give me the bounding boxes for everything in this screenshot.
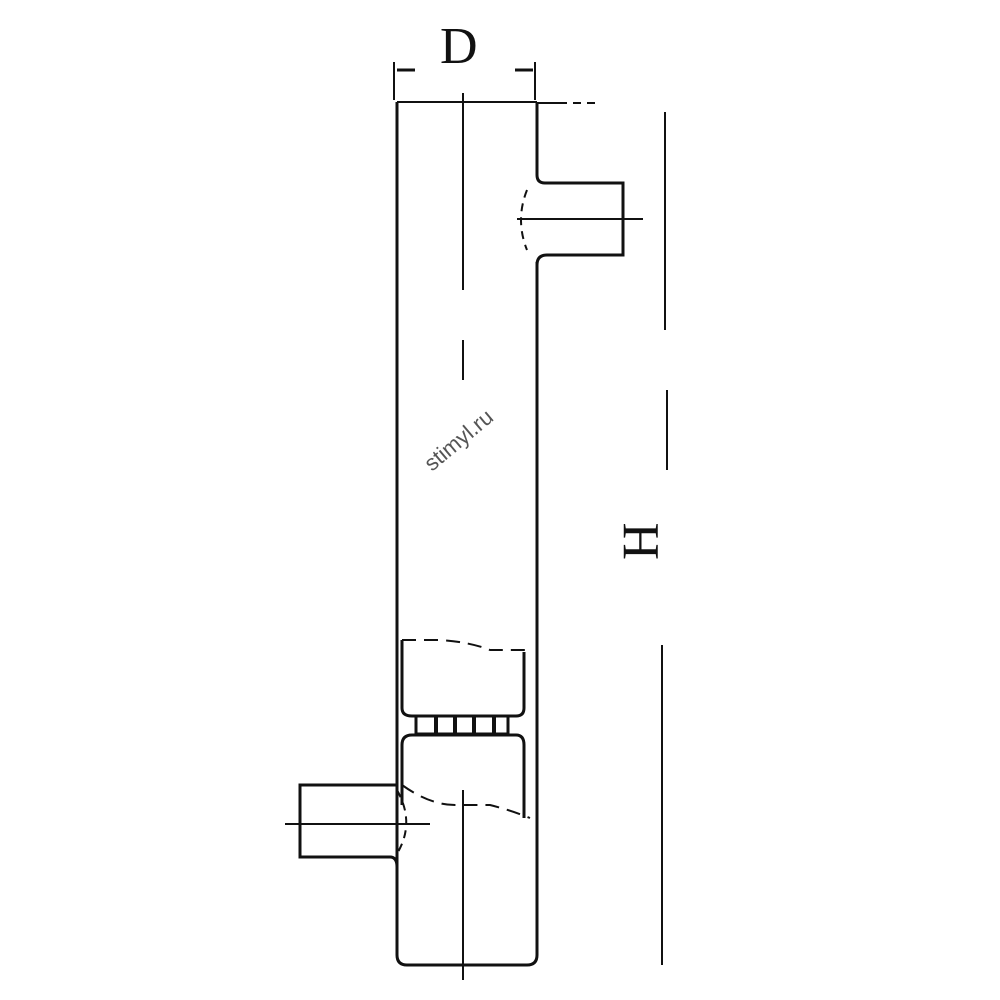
inlet-nozzle <box>298 783 399 868</box>
inlet-hidden-line <box>396 789 408 853</box>
lower-chamber-hidden <box>401 784 531 819</box>
column-body-left-wall <box>395 102 539 967</box>
diameter-label: D <box>440 18 478 75</box>
column-body-right-upper <box>535 102 625 266</box>
height-label: H <box>613 522 670 560</box>
watermark: stimyl.ru <box>419 404 498 476</box>
lower-filter-chamber <box>400 733 526 818</box>
upper-filter-chamber <box>400 640 526 718</box>
grid-bars <box>434 716 496 734</box>
upper-chamber-hidden <box>402 639 528 651</box>
